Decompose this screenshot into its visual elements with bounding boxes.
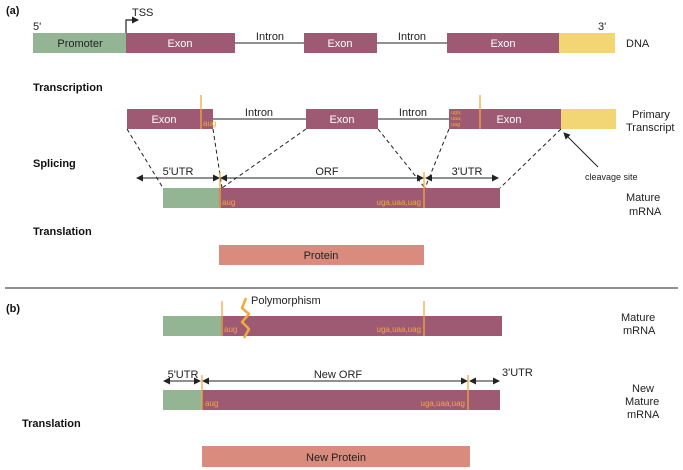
pt-stop-small-2: uaa, (451, 116, 462, 122)
promoter-block (33, 33, 126, 53)
new-row-label-2: Mature (625, 396, 659, 408)
panel-b-label: (b) (6, 303, 20, 315)
dna-exon-3 (447, 33, 559, 53)
splice-dash-3 (221, 128, 307, 189)
pt-3utr-block (561, 109, 616, 129)
pt-aug-label: aug (203, 119, 216, 128)
mrna-coding-block (219, 188, 500, 208)
pt-intron-2-label: Intron (399, 107, 427, 119)
translation-step-label-b: Translation (22, 418, 81, 430)
transcription-step-label: Transcription (33, 82, 103, 94)
splice-dash-6 (499, 128, 562, 189)
pt-exon-1-label: Exon (151, 114, 176, 126)
dna-exon-1 (126, 33, 235, 53)
dna-exon-2-label: Exon (327, 38, 352, 50)
promoter-label: Promoter (57, 38, 103, 50)
dna-3utr-block (559, 33, 615, 53)
pt-exon-2 (306, 109, 378, 129)
mrna-row-label-2: mRNA (629, 206, 662, 218)
new-aug-label: aug (205, 399, 218, 408)
dna-row-label: DNA (626, 38, 650, 50)
new-mrna-row: 5'UTR New ORF 3'UTR aug uga,uaa,uag New … (163, 367, 660, 421)
new-utr3-label: 3'UTR (502, 367, 533, 379)
splice-connectors (126, 128, 562, 189)
splice-dash-5 (424, 128, 450, 189)
new-utr5-label: 5'UTR (168, 369, 199, 381)
pt-exon-3 (449, 109, 561, 129)
pt-intron-1-label: Intron (245, 107, 273, 119)
translation-step-label-a: Translation (33, 226, 92, 238)
three-prime-label: 3' (598, 21, 606, 33)
mut-stop-label: uga,uaa,uag (377, 325, 422, 334)
new-stop-label: uga,uaa,uag (421, 399, 466, 408)
mut-aug-label: aug (224, 325, 237, 334)
splicing-step-label: Splicing (33, 158, 76, 170)
mut-coding-block (221, 316, 502, 336)
mrna-5utr-block (163, 188, 219, 208)
mut-5utr-block (163, 316, 221, 336)
panel-a-label: (a) (6, 5, 20, 17)
mrna-row-label-1: Mature (626, 192, 660, 204)
new-protein-label: New Protein (306, 452, 366, 464)
polymorphism-label: Polymorphism (251, 295, 321, 307)
mutant-mrna-row: Polymorphism aug uga,uaa,uag Mature mRNA (163, 295, 656, 339)
pt-stop-small-1: uga, (451, 110, 462, 116)
mut-row-label-1: Mature (621, 312, 655, 324)
new-protein-block (202, 446, 470, 467)
pt-exon-2-label: Exon (329, 114, 354, 126)
splice-dash-1 (126, 128, 164, 189)
mrna-aug-label: aug (222, 198, 235, 207)
cleavage-label: cleavage site (585, 172, 638, 182)
tss-label: TSS (132, 7, 153, 19)
new-coding-block (202, 390, 500, 410)
primary-transcript-row: Exon aug Intron Exon Intron uga, uaa, ua… (127, 95, 675, 182)
mature-mrna-row: 5'UTR ORF 3'UTR aug uga,uaa,uag Mature m… (136, 166, 662, 218)
polymorphism-lightning-icon (240, 297, 251, 339)
dna-exon-1-label: Exon (167, 38, 192, 50)
utr3-label: 3'UTR (452, 166, 483, 178)
pt-exon-3-label: Exon (496, 114, 521, 126)
mut-row-label-2: mRNA (623, 325, 656, 337)
utr5-label: 5'UTR (163, 166, 194, 178)
pt-row-label-1: Primary (632, 109, 670, 121)
dna-row: 5' 3' TSS Promoter Exon Intron Exon Intr… (33, 7, 650, 53)
dna-intron-1-label: Intron (256, 31, 284, 43)
dna-exon-3-label: Exon (490, 38, 515, 50)
dna-exon-2 (304, 33, 377, 53)
pt-exon-1 (127, 109, 213, 129)
new-row-label-1: New (632, 383, 654, 395)
new-row-label-3: mRNA (627, 409, 660, 421)
dna-intron-2-label: Intron (398, 31, 426, 43)
tss-arrow (125, 16, 139, 33)
cleavage-arrow (563, 132, 599, 168)
new-5utr-block (163, 390, 202, 410)
new-orf-label: New ORF (314, 369, 363, 381)
mrna-stop-label: uga,uaa,uag (377, 198, 422, 207)
splice-dash-4 (377, 128, 426, 189)
pt-row-label-2: Transcript (626, 122, 675, 134)
pt-stop-small-3: uag (451, 122, 460, 128)
protein-block (219, 245, 424, 265)
protein-label: Protein (304, 250, 339, 262)
orf-label: ORF (315, 166, 339, 178)
five-prime-label: 5' (33, 21, 41, 33)
